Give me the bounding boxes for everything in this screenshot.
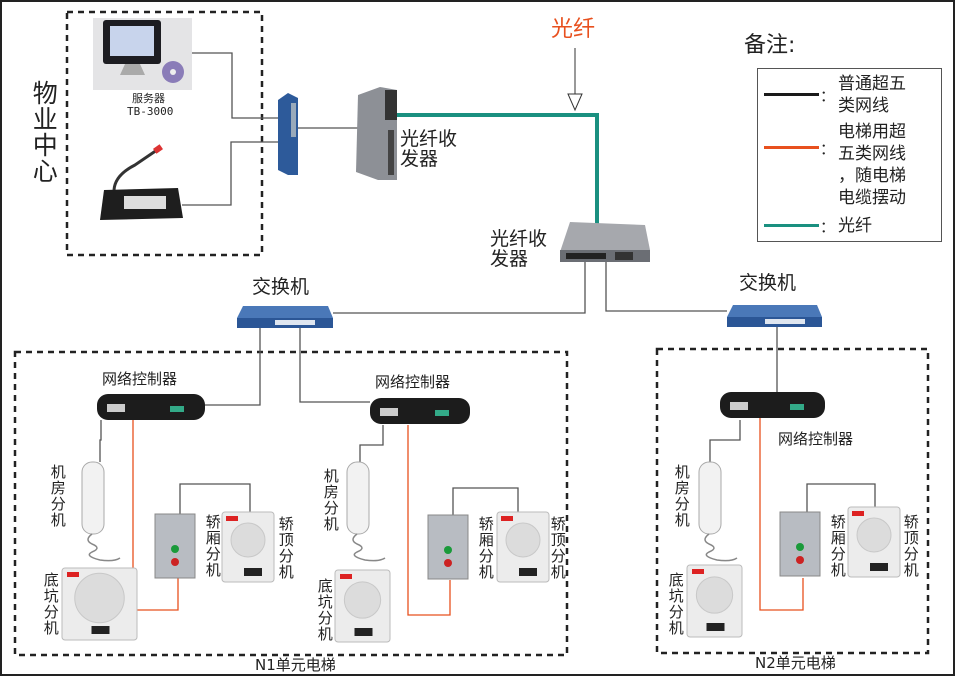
legend-text-line: 光纤 [838, 216, 872, 236]
switch-2-label: 交换机 [739, 272, 797, 294]
fiber-label: 光纤 [551, 17, 596, 42]
elevator-cables [132, 418, 804, 616]
car-top-speaker [496, 511, 550, 583]
legend-text: 普通超五类网线 [838, 73, 906, 117]
controller-2-label: 网络控制器 [375, 373, 451, 391]
machine-room-handset [81, 461, 121, 562]
converter-1-label: 光纤收发器 [400, 128, 458, 170]
legend-colon: ： [820, 218, 836, 236]
converter-2-label-line: 光纤收 [490, 228, 548, 250]
switch-1-label: 交换机 [252, 276, 310, 298]
pit-label-3: 底坑分机 [666, 572, 685, 636]
switch-2 [727, 305, 822, 327]
network-controller [370, 398, 470, 424]
controller-3-label: 网络控制器 [778, 430, 854, 448]
switch-1 [237, 306, 333, 328]
controller-1-label: 网络控制器 [102, 370, 178, 388]
car-top-label-2: 轿顶分机 [548, 516, 567, 580]
converter-2-label-line: 发器 [490, 247, 529, 270]
property-center-label: 物业中心 [29, 80, 59, 184]
legend-box: ：普通超五类网线：电梯用超五类网线，随电梯电缆摆动：光纤 [757, 68, 942, 242]
network-controller [720, 392, 825, 418]
legend-swatch [764, 146, 819, 149]
zone-n2-label: N2单元电梯 [755, 654, 836, 672]
legend-text-line: 类网线 [838, 96, 889, 116]
car-intercom-panel [779, 511, 821, 577]
legend-swatch [764, 224, 819, 227]
fiber-arrow-icon [567, 48, 583, 112]
legend-colon: ： [820, 87, 836, 105]
legend-colon: ： [820, 140, 836, 158]
converter-2-label: 光纤收发器 [490, 228, 548, 270]
network-controller [97, 394, 205, 420]
server-label: 服务器 [132, 92, 165, 105]
zone-n2-box [655, 347, 930, 655]
cat5-cables [99, 52, 876, 516]
zone-n1-label: N1单元电梯 [255, 656, 336, 674]
car-label-2: 轿厢分机 [476, 516, 495, 580]
legend-text-line: 五类网线 [838, 144, 906, 164]
legend-text-line: 电缆摆动 [838, 188, 906, 208]
server-model: TB-3000 [127, 105, 174, 118]
paging-console [100, 144, 183, 220]
car-top-speaker [847, 506, 901, 578]
car-intercom-panel [427, 514, 469, 580]
server-monitor [93, 18, 192, 90]
machine-room-handset [346, 461, 386, 562]
machine-room-handset [698, 461, 738, 562]
car-intercom-panel [154, 513, 196, 579]
legend-text-line: ，随电梯 [838, 166, 906, 186]
machine-room-label-1: 机房分机 [48, 464, 67, 528]
legend-text: 光纤 [838, 215, 872, 237]
car-label-1: 轿厢分机 [203, 514, 222, 578]
converter-1-label-line: 光纤收 [400, 128, 458, 150]
car-top-label-1: 轿顶分机 [276, 516, 295, 580]
car-label-3: 轿厢分机 [828, 514, 847, 578]
car-top-label-3: 轿顶分机 [901, 514, 920, 578]
pit-speaker [61, 567, 138, 641]
machine-room-label-3: 机房分机 [672, 464, 691, 528]
core-switch [278, 93, 298, 175]
zone-n1-box [13, 350, 569, 657]
converter-1-label-line: 发器 [400, 147, 439, 170]
fiber-converter-2 [560, 222, 650, 262]
pit-label-2: 底坑分机 [315, 578, 334, 642]
machine-room-label-2: 机房分机 [321, 468, 340, 532]
car-top-speaker [221, 511, 275, 583]
pit-speaker [334, 569, 391, 643]
fiber-converter-1 [356, 87, 397, 180]
legend-text-line: 普通超五 [838, 74, 906, 94]
legend-text: 电梯用超五类网线，随电梯电缆摆动 [838, 121, 906, 209]
legend-title: 备注: [744, 33, 796, 58]
pit-label-1: 底坑分机 [41, 572, 60, 636]
legend-text-line: 电梯用超 [838, 122, 906, 142]
fiber-cable [397, 113, 599, 228]
pit-speaker [686, 564, 743, 638]
legend-swatch [764, 93, 819, 96]
